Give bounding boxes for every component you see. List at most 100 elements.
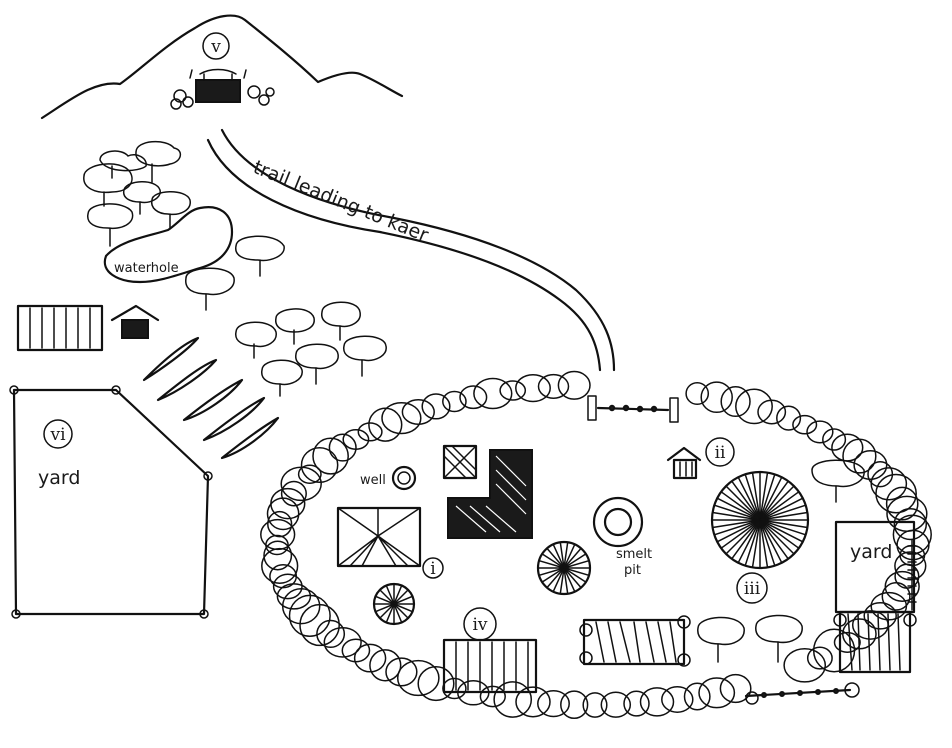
- roof-ray: [759, 473, 776, 521]
- roof-ray: [563, 567, 569, 595]
- wall-stone: [269, 564, 298, 589]
- kaer-marker: v: [210, 37, 221, 57]
- wall-stone: [297, 464, 322, 484]
- roof-ray: [720, 491, 761, 521]
- roof-ray: [716, 519, 761, 543]
- roof-ray: [759, 476, 783, 521]
- tree-east: [811, 459, 865, 503]
- wall-stone: [473, 377, 513, 410]
- wall-stone: [623, 690, 650, 717]
- roof-ray: [379, 589, 395, 605]
- roof-ray: [385, 603, 395, 624]
- wall-stone: [499, 380, 527, 401]
- wall-stone: [719, 673, 752, 704]
- well-label: well: [360, 473, 386, 488]
- wall-stone: [357, 422, 383, 442]
- smelt-pit-label-1: smelt: [616, 547, 652, 562]
- square-hut: [442, 444, 478, 480]
- wall-stone: [886, 495, 928, 532]
- wall-stone: [381, 401, 422, 435]
- wall-stone: [685, 381, 710, 406]
- roof-ray: [541, 553, 565, 569]
- roof-ray: [538, 559, 565, 569]
- roof-ray: [385, 584, 395, 605]
- right-yard: yard: [834, 520, 917, 614]
- wall-stone: [757, 399, 787, 425]
- well: well: [360, 465, 417, 491]
- building-iv-marker: iv: [472, 615, 487, 635]
- roof-ray: [374, 595, 395, 605]
- l-shaped-building: [447, 449, 533, 539]
- roof-ray: [546, 547, 565, 569]
- left-yard-label: yard: [38, 467, 80, 489]
- building-ii-marker: ii: [715, 443, 726, 463]
- smelt-pit: smelt pit: [592, 496, 652, 578]
- wall-stone: [515, 686, 551, 718]
- roof-ray: [393, 603, 403, 624]
- roof-ray: [393, 603, 414, 613]
- wall-stone: [863, 601, 897, 630]
- wall-stone: [776, 405, 802, 431]
- wall-stone: [557, 370, 591, 400]
- wall-stone: [881, 582, 911, 611]
- south-gate: [744, 682, 860, 705]
- round-hut-centre: [536, 540, 592, 596]
- roof-ray: [744, 519, 761, 567]
- roof-ray: [393, 603, 409, 619]
- roof-ray: [713, 504, 761, 521]
- roof-ray: [374, 603, 395, 613]
- roof-ray: [759, 491, 800, 521]
- wall-stone: [421, 393, 451, 420]
- waterhole: waterhole: [103, 206, 234, 284]
- roof-ray: [759, 519, 804, 543]
- wall-stone: [260, 518, 296, 551]
- roof-ray: [751, 471, 761, 521]
- wall-stone: [270, 487, 306, 520]
- wall-stone: [600, 691, 632, 718]
- roof-ray: [563, 567, 590, 577]
- shed-ii: ii: [666, 437, 735, 480]
- mountain: [40, 14, 404, 120]
- wall-stone: [479, 685, 506, 708]
- wall-stone: [341, 638, 371, 663]
- roof-ray: [759, 519, 795, 555]
- wall-stone: [385, 657, 418, 687]
- right-yard-label: yard: [850, 541, 892, 563]
- roof-ray: [563, 553, 587, 569]
- building-iv: iv: [442, 607, 538, 694]
- roof-ray: [538, 567, 565, 577]
- building-i-marker: i: [430, 559, 436, 579]
- wall-stone: [812, 628, 856, 673]
- wall-stone: [537, 689, 570, 718]
- wall-stone: [328, 433, 357, 462]
- waterhole-label: waterhole: [114, 261, 179, 276]
- wall-stone: [639, 687, 675, 717]
- wall-stone: [870, 467, 908, 501]
- tree-cluster-north: [83, 140, 285, 311]
- wall-stone: [893, 507, 928, 541]
- roof-ray: [759, 519, 807, 536]
- roof-ray: [563, 559, 590, 569]
- roof-ray: [759, 504, 807, 521]
- roof-ray: [759, 480, 789, 521]
- roof-ray: [759, 519, 800, 549]
- wall-stone: [792, 414, 818, 435]
- wall-stone: [342, 429, 370, 450]
- wall-stone: [885, 486, 919, 521]
- trail-label: trail leading to kaer: [250, 156, 431, 246]
- small-shed: [110, 304, 160, 339]
- roof-ray: [744, 473, 761, 521]
- left-yard-marker: vi: [49, 425, 66, 445]
- roof-ray: [725, 519, 761, 555]
- roof-ray: [725, 485, 761, 521]
- wall-stone: [272, 573, 303, 600]
- wall-stone: [698, 677, 736, 709]
- wall-stone: [783, 647, 827, 683]
- wall-stone: [894, 551, 927, 581]
- roof-ray: [720, 519, 761, 549]
- wall-stone: [853, 449, 888, 481]
- wall-stone: [369, 649, 402, 682]
- wall-stone: [316, 619, 346, 649]
- roof-ray: [563, 543, 576, 569]
